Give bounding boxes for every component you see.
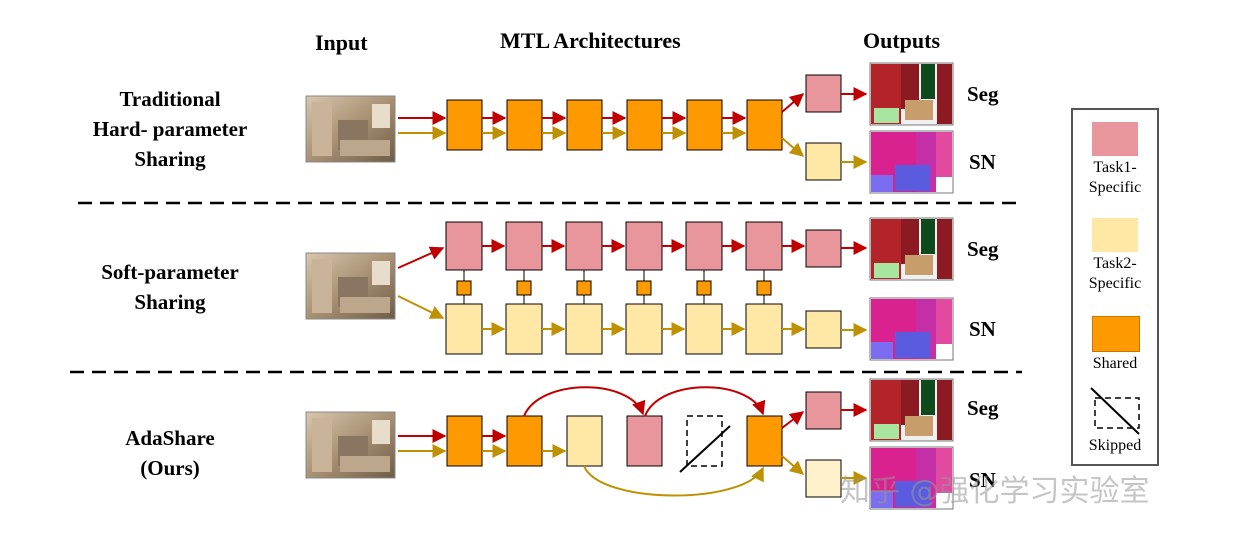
legend: Task1- Specific Task2- Specific Shared S… — [1071, 108, 1159, 466]
shared-block — [446, 99, 483, 151]
input-image-row2 — [305, 252, 396, 320]
task2-block — [566, 415, 603, 467]
task2-head — [805, 459, 842, 498]
mtl-architectures-header: MTL Architectures — [500, 28, 681, 53]
shared-block — [446, 415, 483, 467]
task1-head — [805, 74, 842, 113]
row-label-adashare: AdaShare (Ours) — [125, 426, 215, 480]
task2-head — [805, 142, 842, 181]
task1-block — [625, 221, 663, 271]
input-image-row3 — [305, 411, 396, 479]
cross-stitch-unit — [756, 280, 772, 296]
task2-block — [745, 303, 783, 355]
output-label-sn: SN — [969, 317, 996, 341]
seg-output-row3 — [869, 378, 954, 442]
input-header: Input — [315, 30, 368, 55]
legend-task2-label: Task2- Specific — [1088, 255, 1142, 292]
output-label-seg: Seg — [967, 82, 999, 106]
legend-task2-swatch — [1092, 218, 1138, 252]
sn-output-row3 — [869, 446, 954, 510]
legend-shared-swatch — [1092, 316, 1140, 352]
row1-flow — [398, 74, 868, 181]
legend-shared-label: Shared — [1092, 355, 1138, 372]
legend-task1-swatch — [1092, 122, 1138, 156]
output-label-seg: Seg — [967, 237, 999, 261]
seg-output-row2 — [869, 217, 954, 281]
shared-block — [506, 415, 543, 467]
task1-block — [445, 221, 483, 271]
cross-stitch-unit — [456, 280, 472, 296]
cross-stitch-unit — [576, 280, 592, 296]
cross-stitch-unit — [636, 280, 652, 296]
output-label-seg: Seg — [967, 396, 999, 420]
task2-head — [805, 310, 842, 349]
cross-stitch-unit — [696, 280, 712, 296]
task1-head — [805, 391, 842, 430]
task1-block — [685, 221, 723, 271]
cross-stitch-unit — [516, 280, 532, 296]
shared-block — [626, 99, 663, 151]
task2-block — [625, 303, 663, 355]
task1-head — [805, 229, 842, 268]
skipped-block — [686, 415, 723, 467]
output-label-sn: SN — [969, 150, 996, 174]
shared-block — [566, 99, 603, 151]
legend-skipped-icon — [1090, 387, 1140, 435]
row-label-hard-sharing: Traditional Hard- parameter Sharing — [92, 87, 248, 171]
legend-task1-label: Task1- Specific — [1088, 159, 1142, 196]
legend-skipped-label: Skipped — [1088, 437, 1142, 454]
sn-output-row2 — [869, 297, 954, 361]
row-label-soft-sharing: Soft-parameter Sharing — [101, 260, 239, 314]
shared-block — [686, 99, 723, 151]
row2-flow — [397, 221, 868, 355]
shared-block — [506, 99, 543, 151]
input-image-row1 — [305, 95, 396, 163]
shared-block — [746, 99, 783, 151]
task2-block — [505, 303, 543, 355]
outputs-header: Outputs — [863, 28, 941, 53]
sn-output-row1 — [869, 130, 954, 194]
task2-block — [565, 303, 603, 355]
task2-block — [445, 303, 483, 355]
output-label-sn: SN — [969, 468, 996, 492]
task1-block — [505, 221, 543, 271]
shared-block — [746, 415, 783, 467]
task1-block — [626, 415, 663, 467]
task1-block — [565, 221, 603, 271]
row3-flow — [398, 386, 868, 498]
task2-block — [685, 303, 723, 355]
task1-block — [745, 221, 783, 271]
seg-output-row1 — [869, 62, 954, 126]
watermark: 知乎 @强化学习实验室 — [840, 474, 1150, 509]
